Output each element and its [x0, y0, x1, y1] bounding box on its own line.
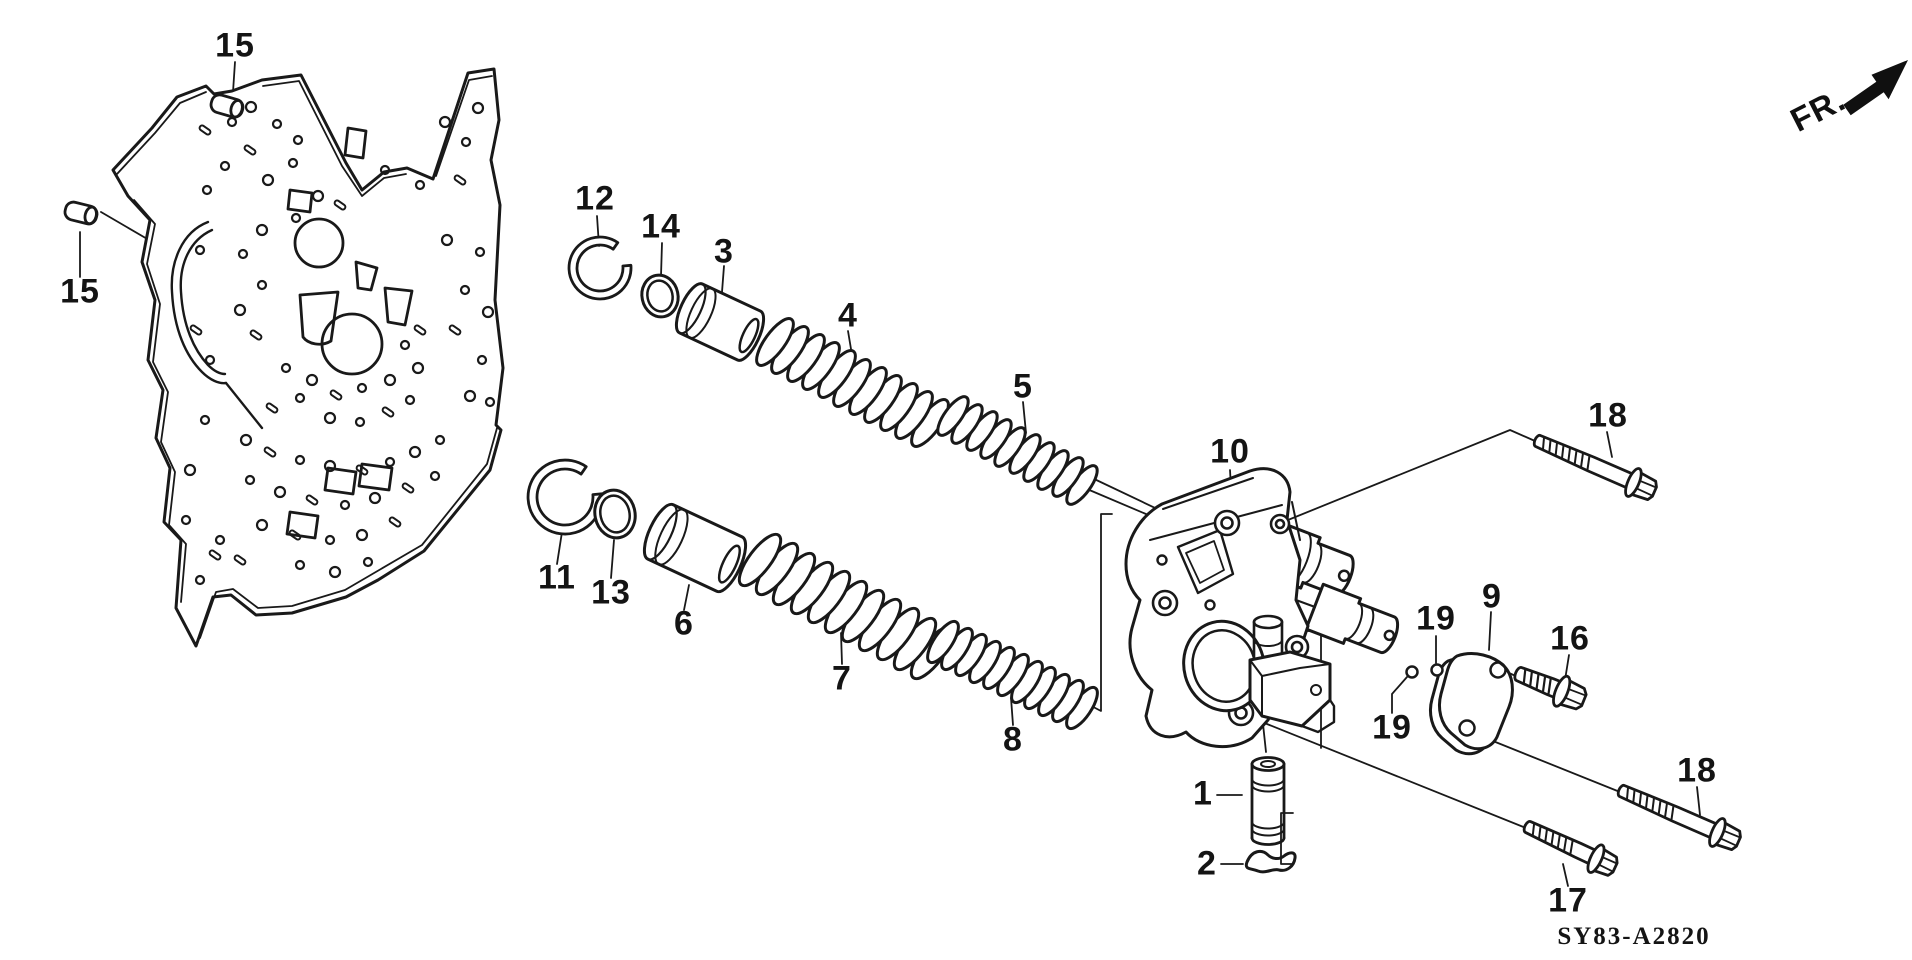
bolt-16: [1513, 666, 1588, 711]
callout-8-spring: 8: [1003, 720, 1023, 759]
callout-7-spring: 7: [832, 659, 852, 698]
callout-18-bolt-upper: 18: [1588, 396, 1628, 435]
callout-11-snap-ring: 11: [538, 558, 576, 597]
snap-ring-11: [526, 458, 604, 536]
accumulator-body-10: [1124, 467, 1400, 749]
ball-19-left: [1405, 665, 1419, 679]
piston-3: [674, 282, 766, 362]
callout-16-bolt: 16: [1550, 619, 1590, 658]
separator-plate: [111, 67, 505, 648]
piston-6: [642, 502, 748, 594]
callout-18-bolt-lower: 18: [1677, 751, 1717, 790]
drawing-code: SY83-A2820: [1557, 923, 1711, 950]
dowel-pin-15-top: [209, 93, 245, 119]
callout-17-bolt: 17: [1548, 881, 1588, 920]
callout-6-piston: 6: [674, 604, 694, 643]
callout-14-o-ring: 14: [641, 207, 681, 246]
dowel-pin-15-left: [63, 200, 99, 226]
callout-15-pin-left: 15: [60, 272, 100, 311]
callout-5-spring: 5: [1013, 367, 1033, 406]
spring-8: [926, 619, 1099, 731]
snap-ring-12: [567, 235, 633, 301]
ball-19-right: [1430, 663, 1444, 677]
callout-13-o-ring: 13: [591, 573, 631, 612]
spring-5: [936, 395, 1099, 506]
callout-12-snap-ring: 12: [575, 179, 615, 218]
bolt-18-lower: [1616, 783, 1742, 852]
callout-15-pin-top: 15: [215, 26, 255, 65]
callout-10-body: 10: [1210, 432, 1250, 471]
spring-4: [755, 317, 950, 448]
callout-19-ball-upper: 19: [1416, 599, 1456, 638]
o-ring-14: [640, 273, 680, 319]
clip-2: [1244, 849, 1297, 874]
bolt-17: [1522, 820, 1619, 877]
callout-4-spring: 4: [838, 296, 858, 335]
callout-19-ball-lower: 19: [1372, 708, 1412, 747]
fr-arrow-icon: [1843, 60, 1908, 116]
callout-1-pipe: 1: [1193, 774, 1213, 813]
callout-3-piston: 3: [714, 232, 734, 271]
bolt-18-upper: [1532, 433, 1658, 502]
cover-plate-9: [1428, 652, 1514, 756]
o-ring-13: [593, 488, 637, 540]
callout-2-clip: 2: [1197, 844, 1217, 883]
pipe-1: [1250, 756, 1286, 846]
callout-9-cover: 9: [1482, 577, 1502, 616]
